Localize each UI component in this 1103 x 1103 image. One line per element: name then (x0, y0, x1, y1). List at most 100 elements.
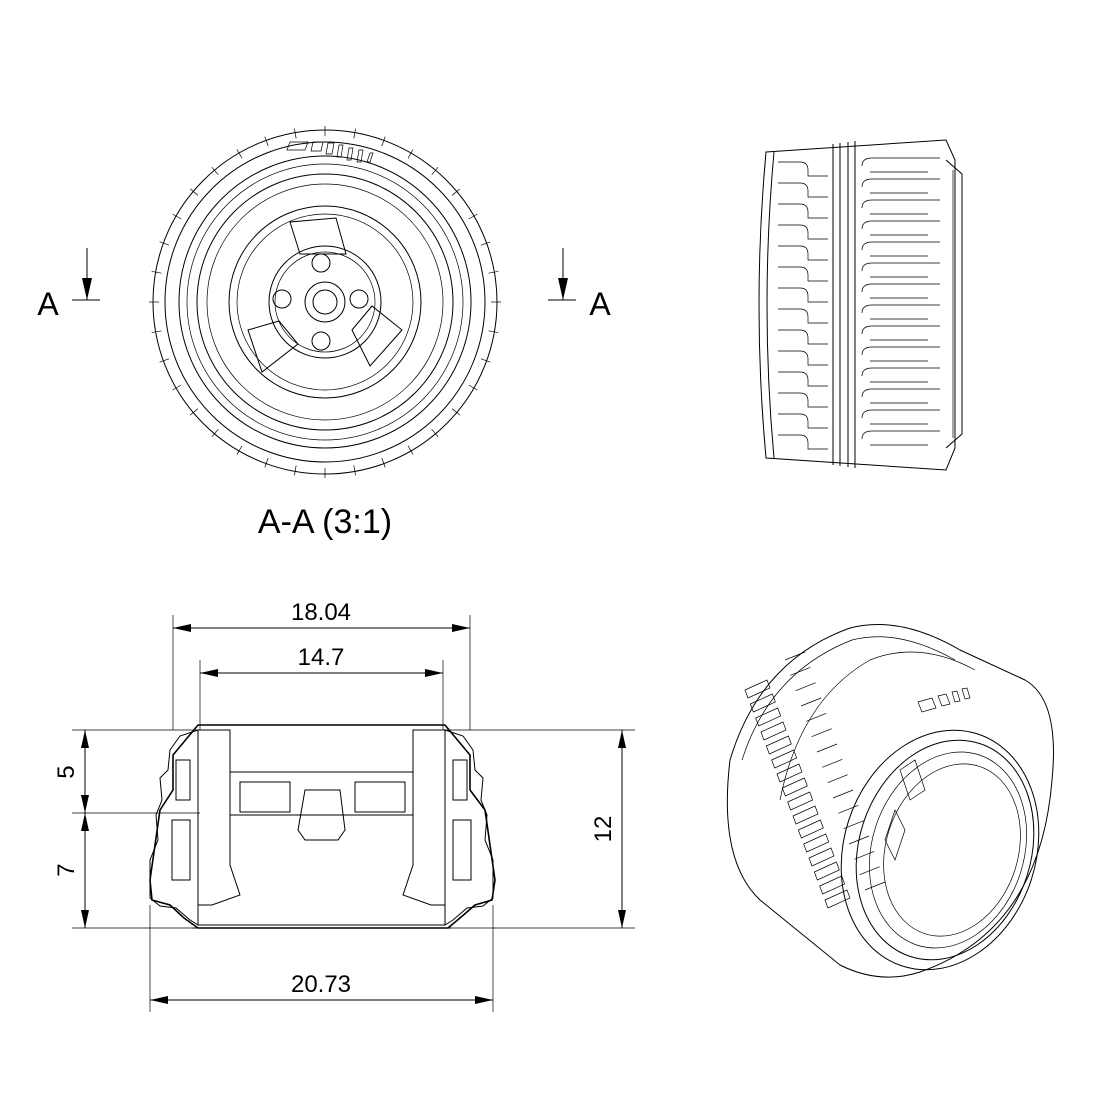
iso-lug (760, 721, 787, 741)
iso-lug (781, 777, 808, 797)
iso-lug (806, 713, 827, 722)
tread-groove (778, 392, 828, 408)
iso-lug (803, 833, 830, 853)
tread-lug (211, 428, 219, 438)
tread-lug (468, 384, 478, 391)
dim-total-height: 12 (590, 816, 617, 843)
iso-lug (790, 667, 811, 676)
tread-groove (861, 388, 940, 404)
tread-lug (189, 188, 199, 196)
dimension-lines (72, 615, 635, 1012)
iso-lug (784, 651, 806, 661)
tread-groove (861, 220, 940, 236)
tread-groove (778, 182, 828, 198)
iso-lug (816, 743, 838, 753)
tread-lug (468, 213, 478, 220)
tread-groove (778, 224, 828, 240)
iso-lug (744, 679, 771, 699)
tread-groove (778, 287, 828, 303)
tread-lug (431, 166, 439, 176)
tread-groove (861, 283, 940, 299)
iso-lug (795, 682, 816, 691)
iso-lug (811, 728, 832, 737)
iso-lug (771, 749, 798, 769)
iso-lug (822, 759, 843, 768)
tread-groove (861, 304, 940, 320)
wheel-spokes (247, 217, 403, 373)
tread-lug (151, 330, 162, 333)
side-view (758, 139, 963, 471)
tread-lug (480, 241, 491, 246)
section-mark-right: A (548, 248, 611, 322)
iso-lug (776, 763, 803, 783)
tread-lug (151, 271, 162, 274)
tread-lug (189, 408, 199, 416)
tread-lug (264, 136, 269, 147)
tread-groove (778, 203, 828, 219)
tread-lug (211, 166, 219, 176)
iso-lug (800, 697, 822, 707)
tread-lug (159, 358, 170, 363)
tread-lug (236, 149, 243, 159)
tread-lug (236, 445, 243, 455)
tread-groove (861, 199, 940, 215)
tread-lug (264, 457, 269, 468)
tread-lug (480, 358, 491, 363)
iso-lug (797, 819, 824, 839)
iso-lug (819, 875, 846, 895)
tread-groove (861, 367, 940, 383)
iso-lug (765, 735, 792, 755)
tread-groove (778, 434, 828, 450)
tread-groove (861, 409, 940, 425)
iso-lug (843, 820, 864, 829)
dim-top-inner: 14.7 (298, 644, 345, 671)
iso-lug (848, 835, 870, 845)
iso-lug (827, 774, 848, 783)
tread-groove (861, 241, 940, 257)
iso-lug (792, 805, 819, 825)
dim-top-outer: 18.04 (291, 599, 351, 626)
sidewall-marks (286, 141, 374, 163)
section-letter-right: A (589, 286, 611, 322)
tread-groove (778, 161, 828, 177)
section-view (149, 724, 496, 929)
iso-lug (864, 881, 886, 891)
tread-lug (451, 408, 461, 416)
tread-groove (861, 325, 940, 341)
section-mark-left: A (37, 248, 100, 322)
tread-groove (861, 262, 940, 278)
tread-groove (778, 308, 828, 324)
section-letter-left: A (37, 286, 59, 322)
tread-lug (172, 384, 182, 391)
tread-groove (778, 413, 828, 429)
tread-lug (294, 128, 297, 139)
tread-lug (407, 149, 414, 159)
dim-bottom: 20.73 (291, 971, 351, 998)
tread-lug (294, 465, 297, 476)
tread-lug (159, 241, 170, 246)
tread-groove (778, 350, 828, 366)
tread-groove (861, 178, 940, 194)
iso-lug (813, 861, 840, 881)
iso-lug (824, 889, 851, 909)
iso-lug (854, 851, 875, 860)
tread-groove (861, 430, 940, 446)
tread-lug (353, 128, 356, 139)
tread-lugs (149, 126, 501, 478)
tread-lug (353, 465, 356, 476)
tread-groove (778, 329, 828, 345)
iso-lug (808, 847, 835, 867)
section-title: A-A (3:1) (258, 503, 392, 541)
tread-groove (778, 266, 828, 282)
tread-lug (488, 271, 499, 274)
iso-lug (859, 866, 880, 875)
iso-lug (838, 805, 859, 814)
isometric-tread-lugs (744, 651, 886, 909)
tread-groove (861, 346, 940, 362)
front-view (149, 126, 501, 478)
tread-lug (381, 136, 386, 147)
dim-lower-height: 7 (53, 863, 80, 876)
tread-groove (778, 245, 828, 261)
